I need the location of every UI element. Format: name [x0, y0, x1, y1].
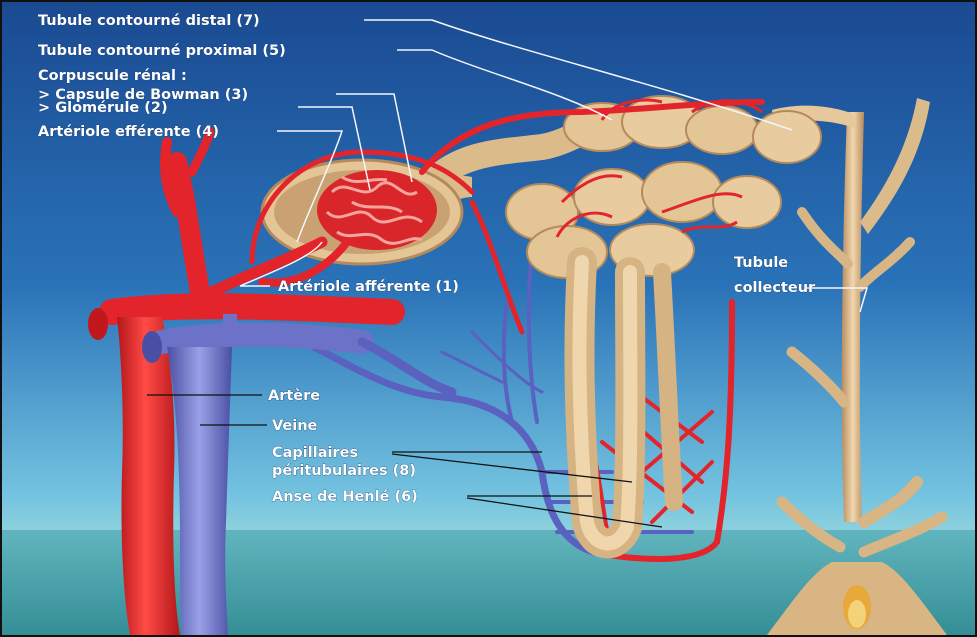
label-proximal: Tubule contourné proximal (5) [38, 43, 286, 59]
label-peritubulaires: péritubulaires (8) [272, 463, 416, 479]
label-corpuscule: Corpuscule rénal : [38, 68, 187, 84]
label-capillaires: Capillaires [272, 445, 358, 461]
label-glomerule: > Glomérule (2) [38, 100, 168, 116]
label-artere: Artère [268, 388, 320, 404]
label-collecteur: collecteur [734, 280, 816, 296]
label-afferente: Artériole afférente (1) [278, 279, 459, 295]
label-veine: Veine [272, 418, 318, 434]
label-tubule: Tubule [734, 255, 788, 271]
label-henle: Anse de Henlé (6) [272, 489, 418, 505]
label-distal: Tubule contourné distal (7) [38, 13, 260, 29]
label-efferente: Artériole efférente (4) [38, 124, 219, 140]
